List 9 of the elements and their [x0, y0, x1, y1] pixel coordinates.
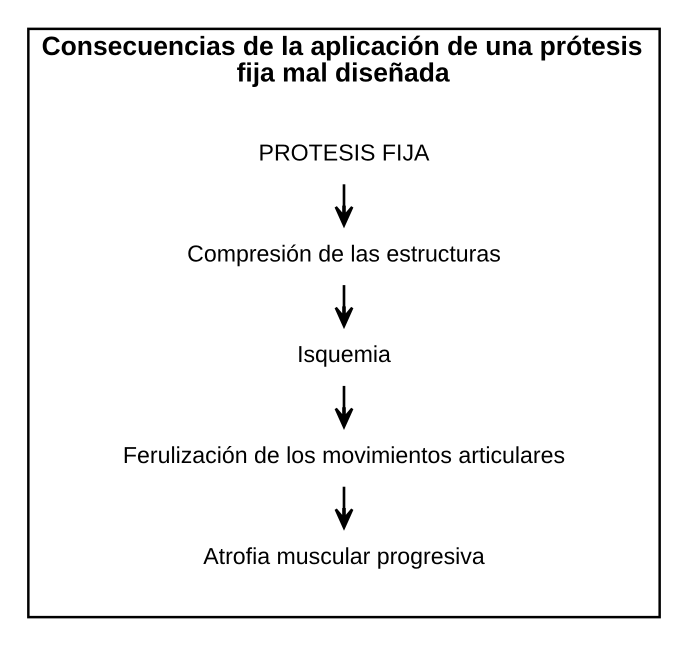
- node-text: Isquemia: [297, 340, 391, 367]
- node-text: Compresión de las estructuras: [187, 240, 501, 266]
- arrow: [334, 184, 354, 226]
- arrow: [334, 284, 354, 327]
- arrow: [334, 385, 354, 428]
- arrow: [334, 486, 354, 528]
- node-text: Atrofia muscular progresiva: [203, 542, 485, 568]
- node-text: Ferulización de los movimientos articulares: [122, 441, 566, 468]
- node-text: PROTESIS FIJA: [258, 139, 430, 166]
